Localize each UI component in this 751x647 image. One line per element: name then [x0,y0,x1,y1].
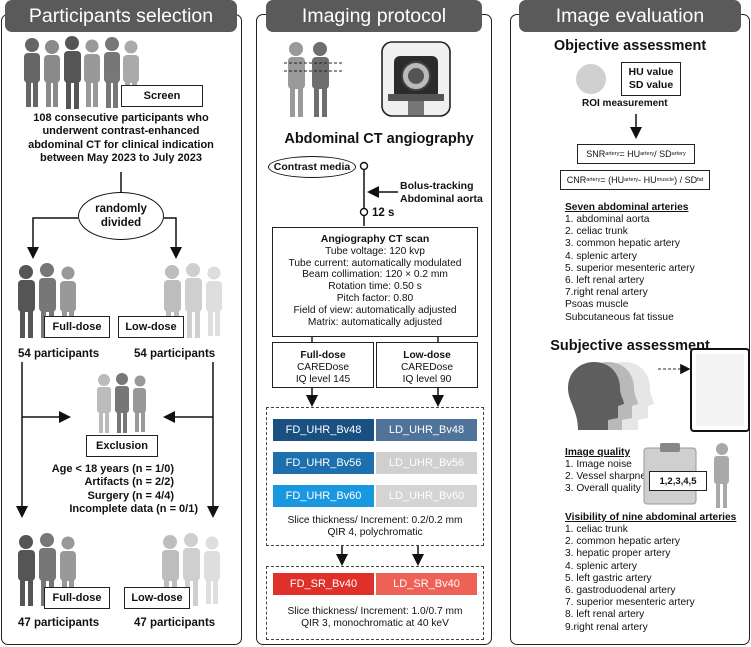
contrast-media-ellipse [268,156,356,178]
evaluation-panel [510,14,750,645]
randomization-label: randomly divided [95,203,147,229]
reader-heads-icon [568,362,654,430]
roi-label: ROI measurement [582,98,668,109]
ct-scanner-icon [381,41,451,117]
full-dose-count: 54 participants [18,348,100,360]
objective-title: Objective assessment [553,38,707,54]
evaluation-header: Image evaluation [519,0,741,32]
recon-ld-uhr-bv60: LD_UHR_Bv60 [376,485,477,507]
delay-label: 12 s [372,207,395,219]
final-full-dose-box: Full-dose [44,587,110,609]
recon-ld-uhr-bv56: LD_UHR_Bv56 [376,452,477,474]
scan-parameters-box [272,227,478,337]
uhr-reconstruction-group [266,407,484,546]
low-dose-count: 54 participants [134,348,216,360]
seven-arteries-title: Seven abdominal arteries [565,202,689,213]
imaging-panel [256,14,492,645]
seven-arteries-list: 1. abdominal aorta 2. celiac trunk 3. co… [565,214,695,323]
low-dose-protocol: Low-dose CAREDose IQ level 90 [400,350,454,385]
image-quality-title: Image quality [565,447,631,458]
image-quality-list: 1. Image noise 2. Vessel sharpness 3. Ov… [565,459,657,495]
low-dose-group-icon [164,263,222,338]
cohort-description: 108 consecutive participants who underwe… [28,112,214,164]
participants-header: Participants selection [5,0,237,32]
recon-fd-uhr-bv56: FD_UHR_Bv56 [273,452,374,474]
exclusion-group-icon [97,373,146,433]
hu-sd-box: HU value SD value [621,62,681,96]
final-low-dose-group-icon [162,533,220,606]
crowd-silhouette-icon [24,36,139,109]
nine-arteries-title: Visibility of nine abdominal arteries [565,512,737,523]
nine-arteries-list: 1. celiac trunk 2. common hepatic artery… [565,524,695,633]
protocol-title: Abdominal CT angiography [284,131,474,147]
subjective-title: Subjective assessment [550,338,710,354]
roi-circle-icon [576,64,606,94]
score-box: 1,2,3,4,5 [649,471,707,491]
recon-ld-sr-bv40: LD_SR_Bv40 [376,573,477,595]
final-low-dose-box: Low-dose [124,587,190,609]
exclusion-box: Exclusion [86,435,158,457]
screen-box: Screen [121,85,203,107]
full-dose-box: Full-dose [44,316,110,338]
low-dose-box: Low-dose [118,316,184,338]
low-dose-protocol-box [376,342,478,388]
contrast-media-label: Contrast media [273,161,351,173]
patient-silhouette-icon [284,42,342,117]
full-dose-protocol: Full-dose CAREDose IQ level 145 [295,350,351,385]
monitor-icon [690,348,750,432]
recon-fd-uhr-bv60: FD_UHR_Bv60 [273,485,374,507]
imaging-header: Imaging protocol [266,0,482,32]
recon-fd-uhr-bv48: FD_UHR_Bv48 [273,419,374,441]
sr-reconstruction-group [266,566,484,640]
bolus-tracking-label: Bolus-tracking Abdominal aorta [400,180,483,205]
scan-parameters: Angiography CT scan Tube voltage: 120 kv… [288,233,462,328]
uhr-reconstruction-note: Slice thickness/ Increment: 0.2/0.2 mm Q… [287,515,463,538]
sr-reconstruction-note: Slice thickness/ Increment: 1.0/0.7 mm Q… [287,606,463,629]
recon-ld-uhr-bv48: LD_UHR_Bv48 [376,419,477,441]
randomization-flow-lines [16,172,219,518]
final-full-dose-count: 47 participants [18,617,100,629]
final-low-dose-count: 47 participants [134,617,216,629]
final-full-dose-group-icon [18,533,76,606]
exclusion-criteria: Age < 18 years (n = 1/0) Artifacts (n = … [51,463,198,515]
full-dose-protocol-box [272,342,374,388]
recon-fd-sr-bv40: FD_SR_Bv40 [273,573,374,595]
randomization-ellipse [78,192,164,240]
